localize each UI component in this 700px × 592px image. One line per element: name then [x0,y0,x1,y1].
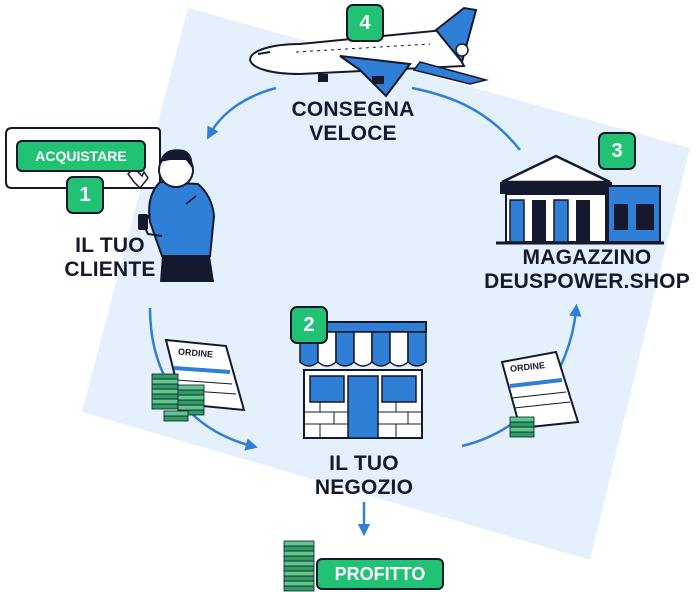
money-stack-icon-left [151,373,205,422]
profit-badge: PROFITTO [316,558,444,590]
arrow-delivery-to-customer [207,86,277,140]
airplane-icon [248,6,489,98]
step-label-store-line-2: NEGOZIO [314,476,414,499]
step-label-delivery-line-2: VELOCE [309,122,397,145]
customer-with-phone-icon [138,149,216,282]
step-label-customer-line-2: CLIENTE [64,258,156,281]
order-sheet-right [500,350,580,430]
step-badge-3: 3 [598,132,636,170]
warehouse-icon [496,154,664,245]
money-stack-icon [283,540,315,592]
step-label-warehouse: MAGAZZINO DEUSPOWER.SHOP [482,246,692,294]
buy-button[interactable]: ACQUISTARE [16,140,146,172]
step-label-warehouse-line-1: MAGAZZINO [522,246,652,269]
money-stack-icon-right [509,416,535,438]
step-label-customer-line-1: IL TUO [75,234,145,257]
step-badge-1: 1 [66,176,104,214]
step-label-warehouse-line-2: DEUSPOWER.SHOP [484,270,690,293]
step-badge-4: 4 [346,4,384,42]
storefront-icon [299,321,427,439]
step-badge-2: 2 [290,306,328,344]
step-label-customer: IL TUO CLIENTE [40,234,180,282]
arc-warehouse-to-delivery [411,86,521,151]
step-label-store: IL TUO NEGOZIO [294,452,434,500]
step-label-delivery: CONSEGNA VELOCE [278,98,428,146]
step-label-store-line-1: IL TUO [329,452,399,475]
step-label-delivery-line-1: CONSEGNA [291,98,415,121]
